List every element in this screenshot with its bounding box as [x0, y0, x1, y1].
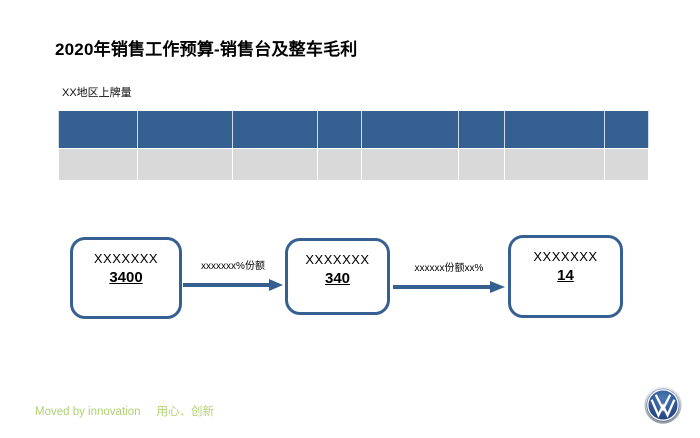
arrow-right-icon [393, 281, 505, 293]
table-header-cell [458, 110, 505, 149]
table-header-cell [232, 110, 318, 149]
section-label: XX地区上牌量 [62, 87, 132, 99]
table-header-cell [604, 110, 649, 149]
flow-box-2: XXXXXXX 340 [285, 238, 390, 315]
flow-box-1: XXXXXXX 3400 [70, 237, 182, 319]
page-title: 2020年销售工作预算-销售台及整车毛利 [55, 40, 358, 59]
flow-arrow-2-label: xxxxxx份额xx% [414, 263, 484, 274]
table-header-cell [317, 110, 362, 149]
flow-box-1-value: 3400 [109, 269, 143, 286]
table-cell [317, 148, 362, 181]
table-header-cell [58, 110, 138, 149]
flow-box-3-value: 14 [557, 267, 574, 284]
table-cell [604, 148, 649, 181]
footer-slogan-cn: 用心．创新 [156, 406, 214, 418]
table-header-cell [361, 110, 459, 149]
table-cell [232, 148, 318, 181]
table-header-cell [137, 110, 233, 149]
flow-box-2-value: 340 [324, 270, 351, 287]
flow-arrow-1: xxxxxxx%份额 [183, 257, 283, 293]
table-header-row [58, 110, 649, 149]
volkswagen-logo-icon [644, 386, 682, 424]
flow-box-2-label: XXXXXXX [305, 252, 370, 267]
footer-slogan-en: Moved by innovation [35, 406, 141, 418]
table-cell [137, 148, 233, 181]
flow-arrow-2: xxxxxx份额xx% [393, 259, 505, 295]
table-cell [58, 148, 138, 181]
flow-box-3-label: XXXXXXX [533, 249, 598, 264]
registrations-table [58, 110, 649, 181]
table-header-cell [504, 110, 605, 149]
table-cell [361, 148, 459, 181]
footer-slogan: Moved by innovation 用心．创新 [35, 403, 214, 419]
arrow-right-icon [183, 279, 283, 291]
flow-box-3: XXXXXXX 14 [508, 235, 623, 318]
flow-arrow-1-label: xxxxxxx%份额 [201, 261, 265, 272]
flow-box-1-label: XXXXXXX [93, 251, 159, 266]
table-row [58, 148, 649, 181]
table-cell [504, 148, 605, 181]
table-cell [458, 148, 505, 181]
